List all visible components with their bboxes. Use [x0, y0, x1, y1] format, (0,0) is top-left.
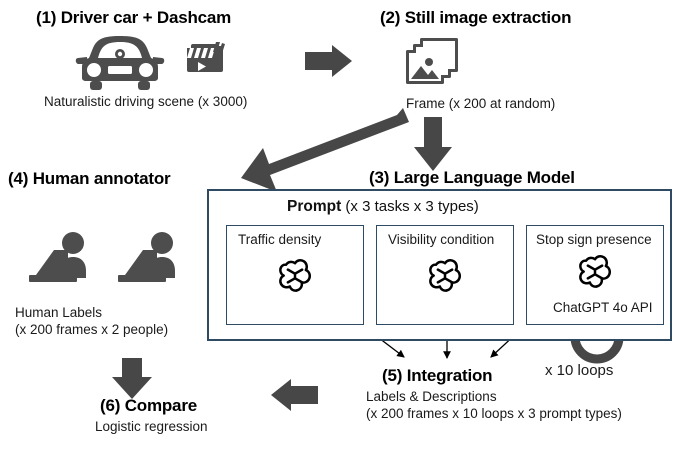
step5-caption-line1: Labels & Descriptions — [366, 389, 497, 404]
step2-caption: Frame (x 200 at random) — [406, 96, 556, 111]
image-stack-icon — [400, 34, 464, 94]
step6-title: (6) Compare — [100, 396, 197, 415]
prompt-heading-bold: Prompt — [287, 198, 342, 215]
person-at-laptop-icon — [24, 228, 102, 290]
step4-caption-line1: Human Labels — [15, 305, 103, 320]
step1-caption: Naturalistic driving scene (x 3000) — [44, 94, 248, 109]
task-box-traffic-density[interactable]: Traffic density — [226, 225, 364, 325]
step2-title: (2) Still image extraction — [380, 8, 572, 27]
task-label-visibility-condition: Visibility condition — [388, 232, 495, 247]
task-box-stop-sign-presence[interactable]: Stop sign presence ChatGPT 4o API — [526, 225, 664, 325]
prompt-heading-rest: (x 3 tasks x 3 types) — [341, 198, 479, 215]
prompt-heading: Prompt (x 3 tasks x 3 types) — [287, 198, 479, 216]
step5-caption: Labels & Descriptions (x 200 frames x 10… — [366, 388, 622, 422]
step4-caption: Human Labels (x 200 frames x 2 people) — [15, 304, 168, 338]
chatgpt-api-label: ChatGPT 4o API — [553, 300, 653, 315]
step5-title: (5) Integration — [382, 366, 493, 385]
car-front-icon — [75, 30, 165, 92]
arrow-human-labels-to-compare — [112, 358, 152, 399]
person-at-laptop-icon — [113, 228, 191, 290]
step1-title: (1) Driver car + Dashcam — [36, 8, 232, 27]
step6-caption: Logistic regression — [95, 419, 208, 434]
step4-caption-line2: (x 200 frames x 2 people) — [15, 322, 169, 337]
arrow-frame-to-llm — [414, 117, 452, 171]
step5-caption-line2: (x 200 frames x 10 loops x 3 prompt type… — [366, 406, 622, 421]
openai-logo-icon — [275, 256, 315, 296]
openai-logo-icon — [425, 256, 465, 296]
arrow-step1-to-step2 — [305, 45, 352, 77]
arrow-integration-to-compare — [271, 379, 318, 411]
openai-logo-icon — [575, 252, 615, 292]
loop-label: x 10 loops — [545, 362, 614, 379]
llm-outer-box: Prompt (x 3 tasks x 3 types) Traffic den… — [207, 189, 672, 341]
task-box-visibility-condition[interactable]: Visibility condition — [376, 225, 514, 325]
step4-title: (4) Human annotator — [8, 169, 171, 188]
task-label-traffic-density: Traffic density — [238, 232, 322, 247]
clapperboard-icon — [183, 36, 227, 80]
step3-title: (3) Large Language Model — [369, 168, 575, 187]
task-label-stop-sign-presence: Stop sign presence — [536, 232, 652, 247]
